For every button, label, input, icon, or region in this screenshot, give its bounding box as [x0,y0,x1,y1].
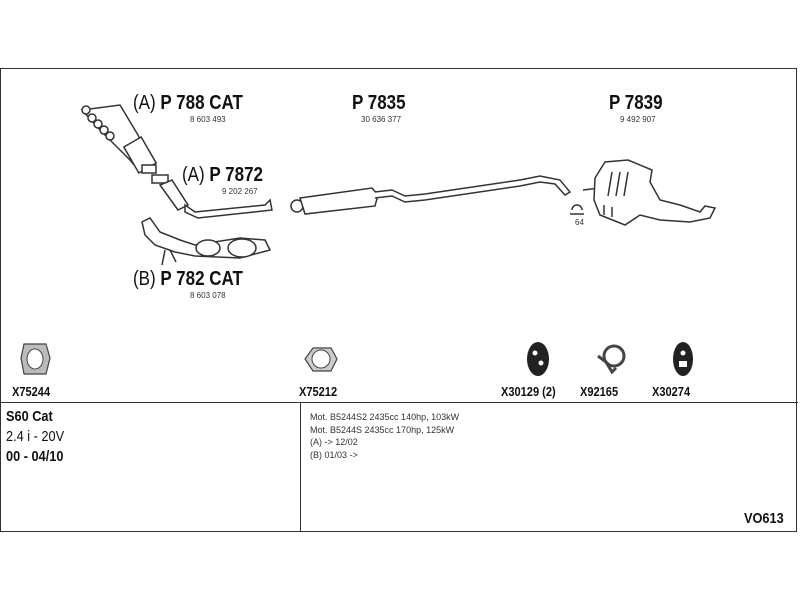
part-label-p7835: P 7835 [352,92,406,115]
part-code: P 7872 [209,164,263,186]
oem-number: 9 492 907 [620,115,656,124]
gasket-icon [20,343,51,375]
rubber-mount-icon [673,342,693,376]
note-line: (B) 01/03 -> [310,449,358,460]
accessory-label: X30274 [652,384,691,399]
divider [300,402,301,532]
accessory-label: X92165 [580,384,619,399]
part-code: P 782 CAT [160,268,243,290]
accessory-label: X75244 [12,384,51,399]
note-line: (A) -> 12/02 [310,437,358,447]
oem-number: 8 603 493 [190,115,226,124]
vehicle-engine: 2.4 i - 20V [6,428,65,445]
part-code: P 788 CAT [160,92,243,114]
part-code: P 7839 [609,92,663,114]
part-label-p7872: (A) P 7872 [182,164,263,187]
part-prefix: (A) [182,164,205,186]
part-label-p788: (A) P 788 CAT [133,92,243,115]
part-prefix: (B) [133,268,156,290]
vehicle-model: S60 Cat [6,408,53,425]
part-code: P 7835 [352,92,406,114]
oem-number: 9 202 267 [222,187,258,196]
diagram-id: VO613 [744,510,784,527]
clamp-icon [597,344,626,375]
accessory-label: X75212 [299,384,338,399]
clamp-label: 64 [575,218,584,227]
notes: Mot. B5244S2 2435cc 140hp, 103kW Mot. B5… [310,411,459,461]
accessory-label: X30129 (2) [501,384,556,399]
part-prefix: (A) [133,92,156,114]
oem-number: 30 636 377 [361,115,402,124]
note-line: Mot. B5244S 2435cc 170hp, 125kW [310,424,455,435]
rubber-mount-icon [527,342,549,376]
vehicle-years: 00 - 04/10 [6,448,64,465]
part-label-p782: (B) P 782 CAT [133,268,243,291]
note-line: Mot. B5244S2 2435cc 140hp, 103kW [310,412,460,422]
flange-gasket-icon [304,347,338,372]
part-label-p7839: P 7839 [609,92,663,115]
divider [0,402,798,403]
oem-number: 8 603 078 [190,291,226,300]
diagram-frame [0,68,797,532]
